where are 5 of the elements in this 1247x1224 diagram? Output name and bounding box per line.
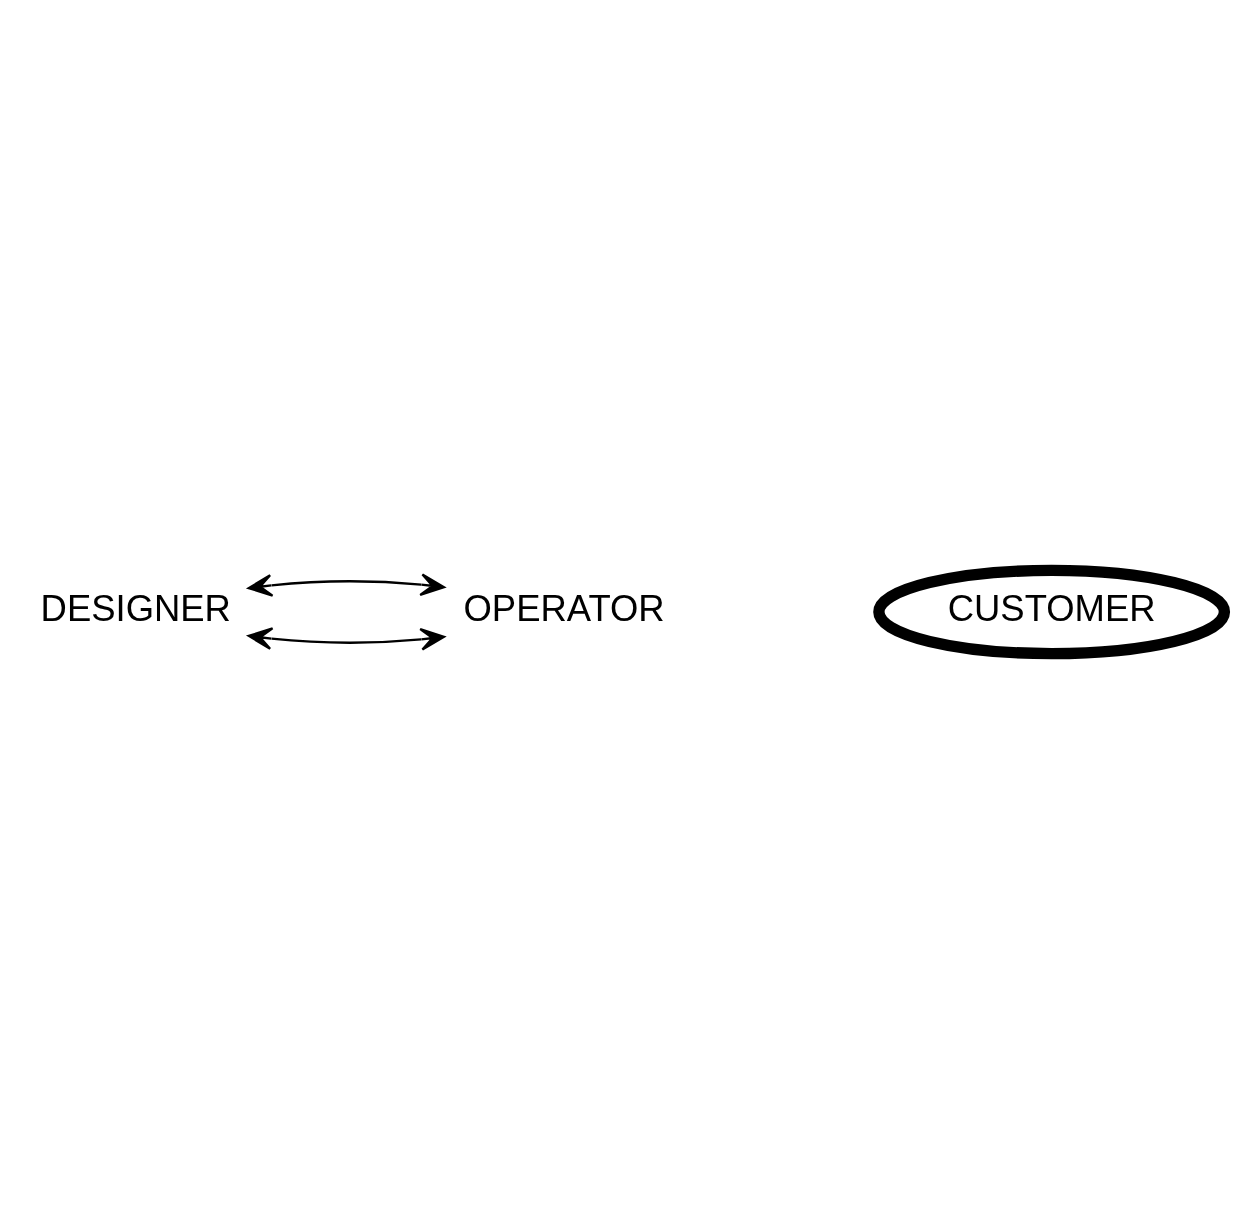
arrow <box>247 627 446 651</box>
arrow <box>247 573 446 597</box>
node-text: DESIGNER <box>40 587 231 629</box>
node-text: OPERATOR <box>463 587 665 629</box>
node-ellipse: CUSTOMER <box>873 564 1231 660</box>
